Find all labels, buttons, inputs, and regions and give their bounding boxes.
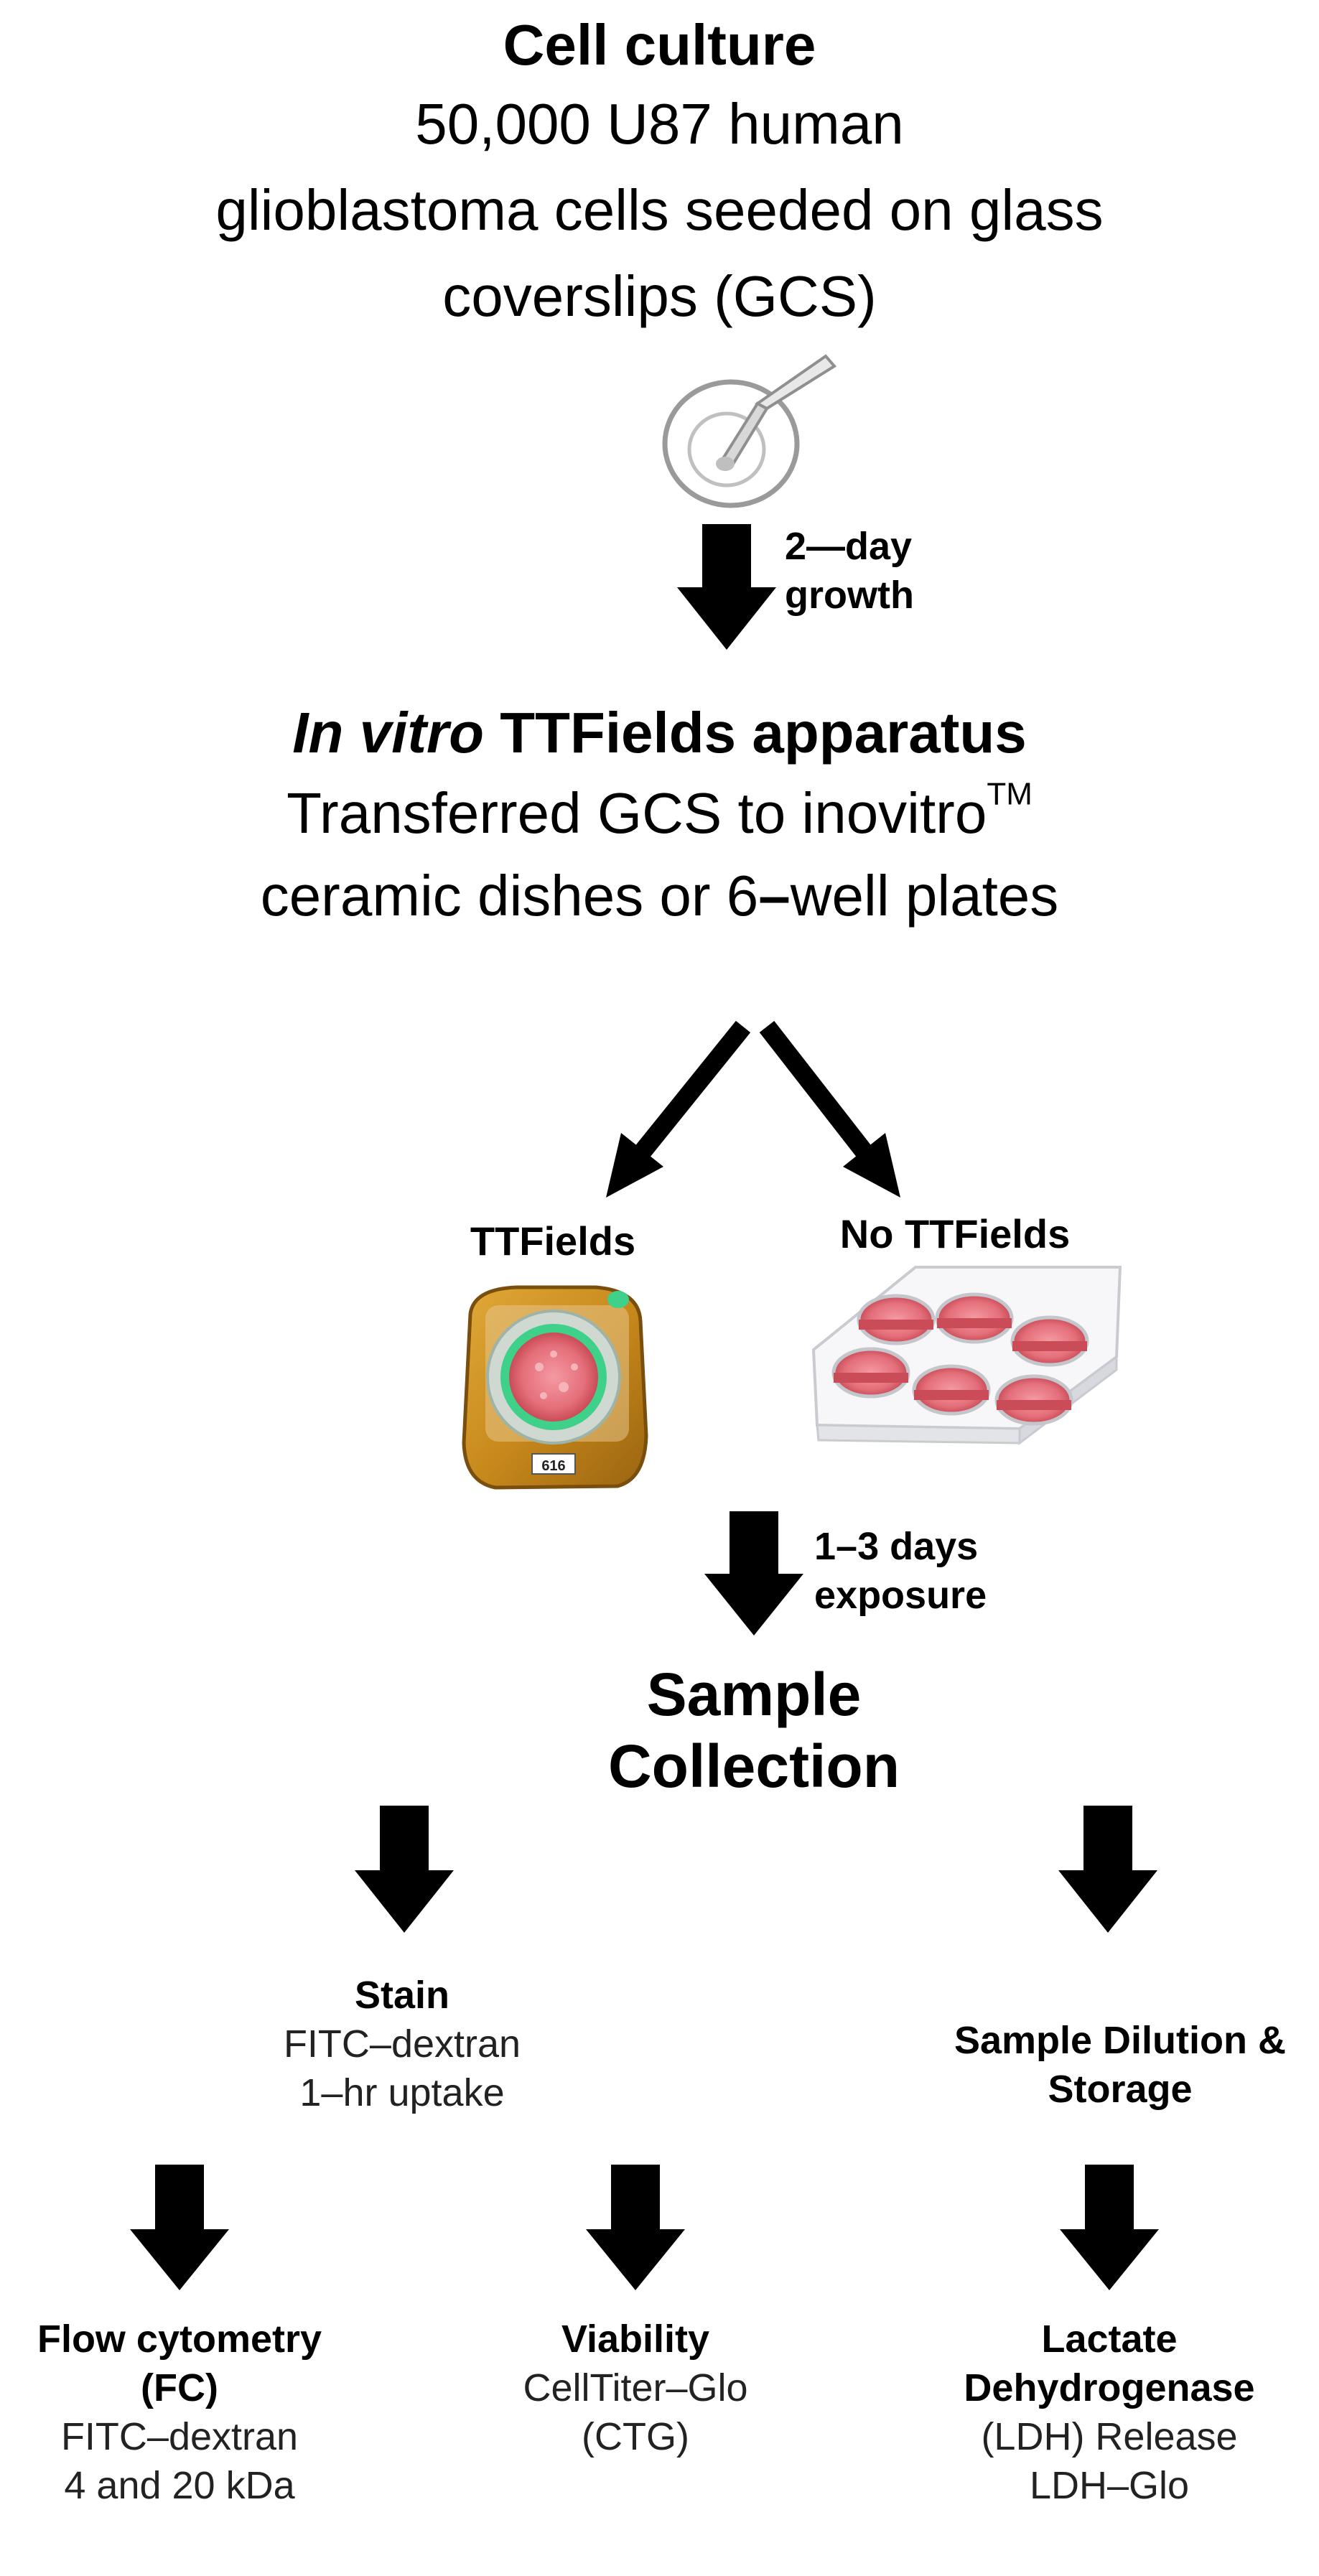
ldh-block: Lactate Dehydrogenase (LDH) Release LDH–… — [930, 2315, 1289, 2510]
sample-collection-line-2: Collection — [607, 1732, 900, 1800]
apparatus-line-1: Transferred GCS to inovitroTM — [0, 776, 1319, 848]
viability-line-1: CellTiter–Glo — [523, 2366, 748, 2409]
viability-title: Viability — [561, 2318, 710, 2361]
stain-block: Stain FITC–dextran 1–hr uptake — [223, 1971, 582, 2117]
exposure-label-line-2: exposure — [814, 1574, 987, 1617]
dilution-line-1: Sample Dilution & — [954, 2019, 1287, 2062]
apparatus-line-2: ceramic dishes or 6–well plates — [0, 862, 1319, 930]
growth-label-line-2: growth — [785, 574, 914, 617]
dish-id-label: 616 — [541, 1458, 565, 1474]
apparatus-line-1-text: Transferred GCS to inovitro — [286, 781, 987, 845]
sample-collection-line-1: Sample — [646, 1661, 862, 1728]
ldh-line-2: LDH–Glo — [1029, 2464, 1190, 2507]
branch-arrows-icon — [606, 1020, 900, 1198]
ttfields-label: TTFields — [470, 1218, 636, 1264]
apparatus-line-2-b: well plates — [790, 864, 1059, 928]
flow-title-line-2: (FC) — [141, 2366, 218, 2409]
flow-line-2: 4 and 20 kDa — [64, 2464, 295, 2507]
dilution-line-2: Storage — [1048, 2068, 1193, 2111]
stain-title: Stain — [354, 1974, 450, 2017]
ldh-title-line-2: Dehydrogenase — [964, 2366, 1255, 2409]
six-well-plate-image — [811, 1266, 1122, 1446]
viability-block: Viability CellTiter–Glo (CTG) — [456, 2315, 815, 2461]
growth-label: 2—day growth — [785, 522, 914, 620]
apparatus-title: In vitro TTFields apparatus — [0, 699, 1319, 767]
ldh-line-1: (LDH) Release — [981, 2415, 1238, 2458]
apparatus-title-italic: In vitro — [292, 701, 484, 765]
cell-culture-line-2: glioblastoma cells seeded on glass — [215, 178, 1104, 242]
petri-dish-pipette-icon — [662, 354, 837, 508]
flow-line-1: FITC–dextran — [60, 2415, 299, 2458]
viability-line-2: (CTG) — [582, 2415, 689, 2458]
dilution-block: Sample Dilution & Storage — [926, 2016, 1314, 2114]
stain-line-1: FITC–dextran — [283, 2022, 521, 2066]
trademark-sup: TM — [987, 776, 1033, 812]
arrow-growth-icon — [677, 524, 776, 650]
arrow-to-stain-icon — [355, 1806, 454, 1933]
apparatus-line-2-a: ceramic dishes or 6 — [260, 864, 759, 928]
growth-label-line-1: 2—day — [785, 525, 913, 568]
exposure-label: 1–3 days exposure — [814, 1522, 987, 1620]
apparatus-line-2-dash: – — [758, 864, 791, 928]
arrow-to-viability-icon — [586, 2165, 685, 2290]
arrow-to-flow-icon — [130, 2165, 229, 2290]
apparatus-title-rest: TTFields apparatus — [483, 701, 1027, 765]
cell-culture-line-1: 50,000 U87 human — [415, 92, 904, 156]
flow-cytometry-block: Flow cytometry (FC) FITC–dextran 4 and 2… — [0, 2315, 359, 2510]
sample-collection-title: Sample Collection — [503, 1658, 1005, 1802]
cell-culture-line-3: coverslips (GCS) — [442, 264, 877, 328]
no-ttfields-label: No TTFields — [839, 1211, 1071, 1256]
arrow-to-ldh-icon — [1060, 2165, 1159, 2290]
arrow-exposure-icon — [704, 1511, 803, 1635]
cell-culture-title: Cell culture — [503, 13, 816, 77]
ldh-title-line-1: Lactate — [1041, 2318, 1178, 2361]
flow-title-line-1: Flow cytometry — [37, 2318, 322, 2361]
arrow-to-dilution-icon — [1058, 1806, 1157, 1933]
ttfields-dish-image: 616 — [455, 1282, 652, 1493]
stain-line-2: 1–hr uptake — [299, 2071, 505, 2114]
exposure-label-line-1: 1–3 days — [814, 1525, 979, 1568]
